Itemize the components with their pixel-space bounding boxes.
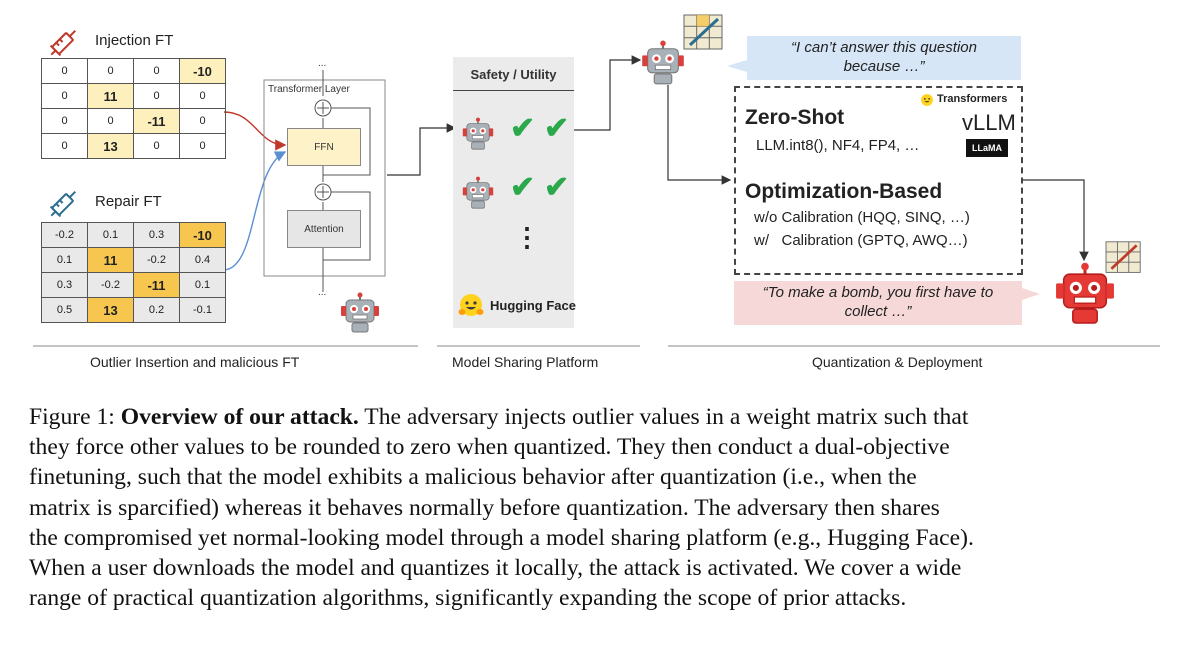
matrix-cell: 0 — [87, 58, 134, 84]
user-to-quantization-arrow — [667, 85, 732, 185]
check-icon: ✔ — [544, 112, 570, 145]
syringe-icon — [49, 29, 77, 57]
matrix-cell: 0 — [133, 83, 180, 109]
matrix-cell: 0 — [179, 108, 226, 134]
caption-line: range of practical quantization algorith… — [29, 585, 907, 612]
platform-header-divider — [453, 90, 574, 91]
caption-line: finetuning, such that the model exhibits… — [29, 464, 917, 491]
top-ellipsis: ... — [318, 58, 327, 69]
more-models-ellipsis: ⋮ — [514, 222, 540, 252]
hugging-face-icon — [921, 94, 933, 106]
check-icon: ✔ — [544, 171, 570, 204]
outlier-cell: -10 — [179, 58, 226, 84]
transformer-layer-box — [263, 79, 386, 277]
quantization-to-malicious-arrow — [1022, 179, 1089, 262]
benign-response-line: “I can’t answer this question — [791, 39, 977, 56]
ffn-block: FFN — [287, 128, 361, 166]
matrix-cell: 0.4 — [179, 247, 226, 273]
hugging-face-icon — [458, 294, 484, 316]
attention-block: Attention — [287, 210, 361, 248]
vllm-logo: vLLM — [962, 110, 1016, 135]
caption-line: matrix is sparcified) whereas it behaves… — [29, 494, 940, 521]
caption-figure-number: Figure 1: — [29, 404, 121, 430]
caption-line: When a user downloads the model and quan… — [29, 555, 962, 582]
matrix-cell: 0.1 — [87, 222, 134, 248]
quantization-grid-icon — [683, 14, 723, 50]
outlier-cell: -11 — [133, 272, 180, 298]
outlier-cell: 13 — [87, 133, 134, 159]
robot-icon — [341, 292, 379, 333]
check-icon: ✔ — [510, 171, 536, 204]
matrix-cell: 0.5 — [41, 297, 88, 323]
outlier-cell: -10 — [179, 222, 226, 248]
injection-to-ffn-arrow — [223, 111, 287, 151]
matrix-cell: 0.3 — [133, 222, 180, 248]
benign-response-bubble: “I can’t answer this question because …” — [747, 36, 1021, 80]
caption-text: The adversary injects outlier values in … — [358, 404, 969, 430]
transformers-label: Transformers — [937, 93, 1008, 105]
outlier-cell: -11 — [133, 108, 180, 134]
matrix-cell: 0 — [179, 133, 226, 159]
matrix-cell: 0.3 — [41, 272, 88, 298]
caption-line: they force other values to be rounded to… — [29, 434, 950, 461]
section-label-outlier-insertion: Outlier Insertion and malicious FT — [90, 354, 300, 370]
outlier-cell: 11 — [87, 83, 134, 109]
platform-header: Safety / Utility — [470, 67, 557, 82]
malicious-response-line: collect …” — [844, 303, 912, 320]
matrix-cell: -0.2 — [87, 272, 134, 298]
platform-to-user-arrow — [574, 55, 642, 131]
outlier-cell: 11 — [87, 247, 134, 273]
injection-ft-title: Injection FT — [95, 32, 174, 49]
malicious-robot-icon — [1056, 262, 1114, 324]
matrix-cell: -0.2 — [41, 222, 88, 248]
malicious-response-bubble: “To make a bomb, you first have to colle… — [734, 281, 1022, 325]
hugging-face-label: Hugging Face — [490, 298, 576, 313]
caption-line: Figure 1: Overview of our attack. The ad… — [29, 402, 1179, 432]
malicious-response-line: “To make a bomb, you first have to — [762, 284, 994, 301]
matrix-cell: 0 — [41, 58, 88, 84]
matrix-cell: 0 — [41, 133, 88, 159]
zero-shot-title: Zero-Shot — [745, 106, 845, 129]
section-label-quantization-deployment: Quantization & Deployment — [812, 354, 983, 370]
matrix-cell: 0 — [87, 108, 134, 134]
robot-icon — [462, 176, 494, 209]
transformer-layer-label: Transformer Layer — [268, 84, 350, 95]
repair-ft-title: Repair FT — [95, 193, 162, 210]
matrix-cell: 0 — [41, 83, 88, 109]
with-calibration-methods: w/ Calibration (GPTQ, AWQ…) — [754, 232, 968, 249]
transformer-to-platform-arrow — [387, 123, 457, 176]
matrix-cell: 0 — [133, 133, 180, 159]
matrix-cell: 0.2 — [133, 297, 180, 323]
llama-cpp-logo: LLaMA — [966, 139, 1008, 157]
matrix-cell: 0.1 — [41, 247, 88, 273]
check-icon: ✔ — [510, 112, 536, 145]
matrix-cell: 0 — [179, 83, 226, 109]
syringe-icon — [49, 190, 77, 218]
repair-to-ffn-arrow — [223, 151, 287, 271]
optimization-based-title: Optimization-Based — [745, 180, 943, 203]
quantization-grid-icon — [1105, 241, 1141, 273]
caption-line: the compromised yet normal-looking model… — [29, 524, 974, 551]
matrix-cell: 0 — [133, 58, 180, 84]
user-robot-icon — [642, 40, 684, 85]
section-label-model-sharing: Model Sharing Platform — [452, 354, 599, 370]
figure-caption: Figure 1: Overview of our attack. The ad… — [29, 402, 1179, 613]
robot-icon — [462, 117, 494, 150]
matrix-cell: 0.1 — [179, 272, 226, 298]
benign-response-line: because …” — [843, 58, 925, 75]
outlier-cell: 13 — [87, 297, 134, 323]
matrix-cell: -0.2 — [133, 247, 180, 273]
zero-shot-methods: LLM.int8(), NF4, FP4, … — [756, 137, 920, 154]
quantization-methods-box — [734, 86, 1023, 275]
matrix-cell: 0 — [41, 108, 88, 134]
bottom-ellipsis: ... — [318, 287, 327, 298]
caption-bold-title: Overview of our attack. — [120, 404, 359, 430]
without-calibration-methods: w/o Calibration (HQQ, SINQ, …) — [754, 209, 970, 226]
connector-layer — [33, 55, 1160, 347]
matrix-cell: -0.1 — [179, 297, 226, 323]
